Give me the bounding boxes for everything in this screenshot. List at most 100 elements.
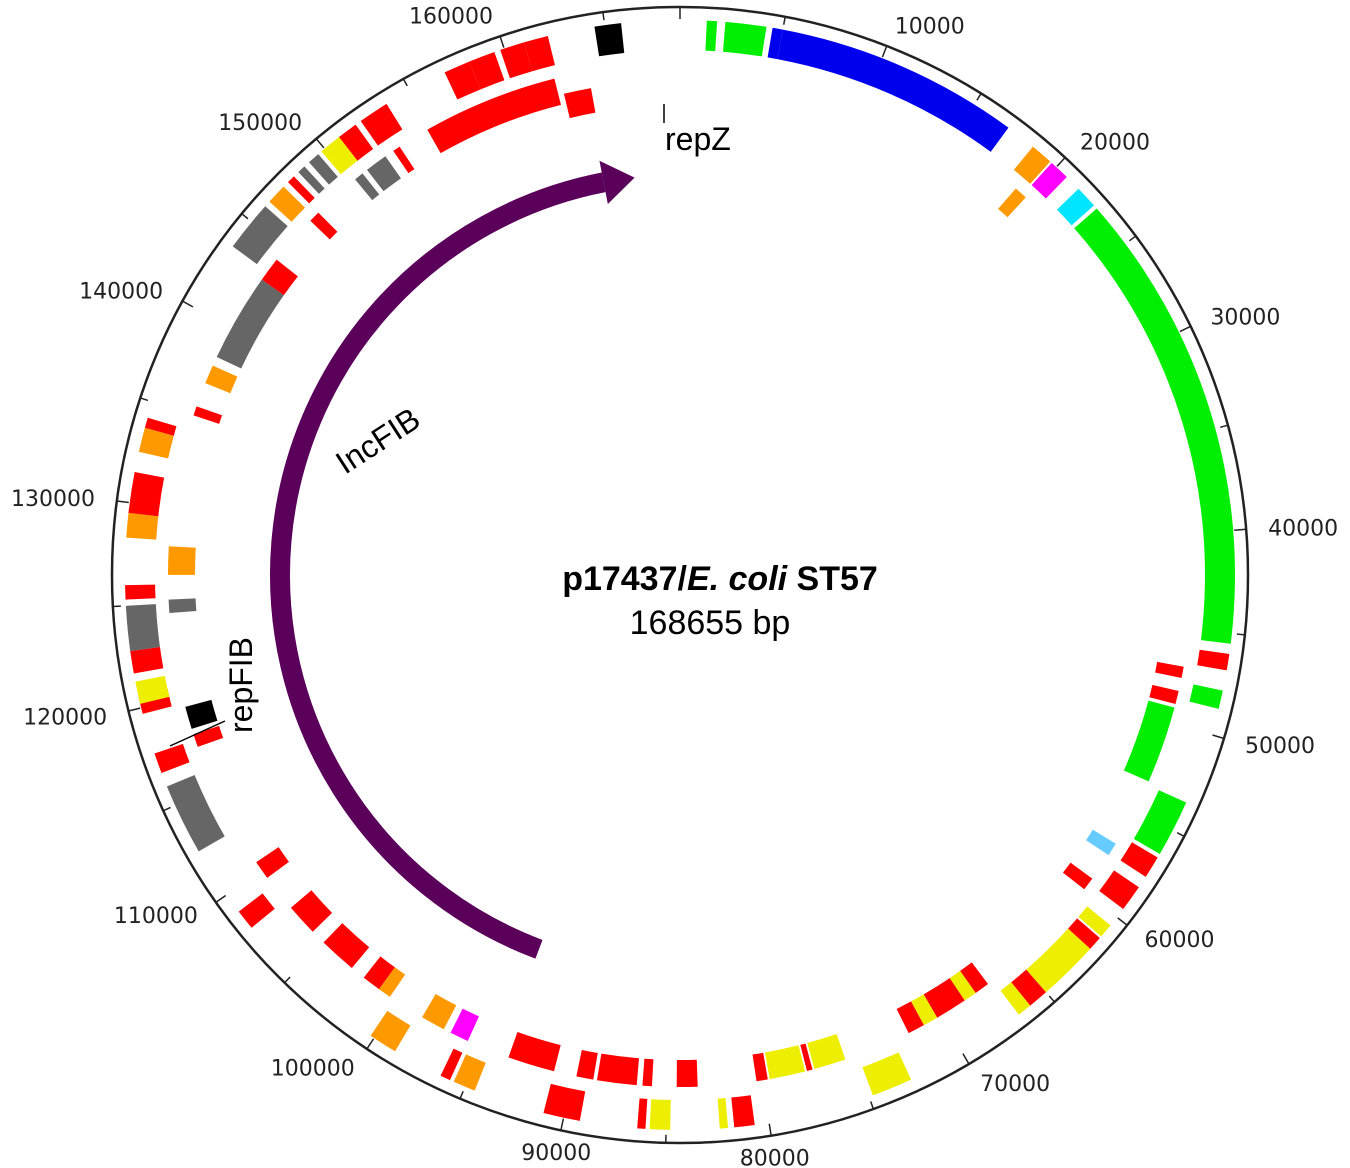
gene-feature [731,1095,755,1128]
tick-label: 60000 [1144,928,1214,953]
gene-feature [807,1034,846,1070]
tick-mark [1117,917,1128,926]
tick-mark [1179,325,1191,333]
gene-feature [1086,829,1116,856]
gene-feature [130,646,164,674]
tick-mark [182,300,194,308]
tick-mark [782,16,786,25]
gene-feature [298,166,325,194]
tick-label: 150000 [218,111,302,136]
tick-mark [128,707,141,712]
tick-mark [1234,528,1247,531]
tick-mark [315,138,325,149]
gene-feature [193,406,223,424]
gene-feature [310,212,338,240]
tick-label: 120000 [23,705,107,730]
tick-mark [976,93,982,101]
tick-mark [1236,633,1245,636]
tick-label: 110000 [114,904,198,929]
gene-feature [767,27,783,60]
tick-mark [1048,995,1056,1003]
tick-mark [162,806,171,812]
tick-mark [459,1091,464,1099]
repz-label: repZ [665,121,731,157]
gene-features [125,20,1235,1130]
gene-feature [290,890,333,932]
gene-feature [440,1048,463,1081]
tick-mark [1176,832,1185,838]
gene-feature [911,994,938,1026]
repfib-leader-line [169,720,226,747]
gene-feature [166,775,225,852]
gene-feature [800,1043,813,1072]
gene-feature [594,23,625,57]
tick-mark [140,397,149,402]
gene-feature [138,427,174,459]
tick-mark [881,45,888,58]
gene-feature [126,512,159,540]
repfib-label: repFIB [223,637,259,733]
gene-feature [1197,649,1230,671]
tick-label: 90000 [521,1141,591,1166]
gene-feature [563,88,596,119]
incfib-label: IncFIB [329,400,426,481]
tick-mark [402,78,408,87]
gene-feature [125,604,160,652]
gene-feature [508,1031,561,1072]
tick-mark [1219,424,1229,429]
plasmid-name: p17437/ [562,560,687,598]
gene-feature [1149,684,1179,704]
gene-feature [185,699,218,729]
gene-feature [543,1083,586,1121]
gene-feature [1068,918,1100,949]
tick-mark [116,500,129,504]
tick-mark [962,1053,970,1065]
gene-feature [370,1010,411,1052]
tick-mark [768,1123,772,1136]
gene-feature [1011,969,1046,1006]
gene-feature [676,1059,698,1087]
gene-feature [523,35,555,72]
gene-feature [128,472,165,517]
gene-feature [923,978,965,1018]
strain-name: ST57 [787,560,878,598]
tick-label: 40000 [1268,516,1338,541]
gene-feature [862,1052,912,1096]
gene-feature [752,1052,768,1082]
tick-mark [215,894,227,904]
tick-label: 30000 [1210,306,1280,331]
gene-feature [1031,162,1067,199]
tick-mark [366,1038,375,1050]
gene-feature [500,42,533,79]
gene-feature [764,1045,806,1080]
gene-feature [1120,842,1158,877]
gene-feature [339,124,374,161]
tick-label: 10000 [895,14,965,39]
tick-labels: 0100002000030000400005000060000700008000… [11,4,1338,1168]
gene-feature [722,21,767,57]
plasmid-title: p17437/E. coli ST57 [562,560,878,598]
gene-feature [637,1098,648,1129]
gene-feature [154,743,190,773]
gene-feature [205,365,238,394]
tick-mark [602,12,605,21]
gene-feature [1133,790,1187,854]
tick-marks [112,7,1247,1143]
incfib-arrowhead [599,160,635,204]
gene-feature [216,279,284,369]
gene-feature [193,725,224,747]
tick-label: 50000 [1245,734,1315,759]
tick-mark [1212,734,1225,740]
tick-label: 70000 [980,1072,1050,1097]
gene-feature [1062,862,1093,890]
gene-feature [998,188,1026,218]
gene-feature [168,598,197,613]
gene-feature [144,417,177,436]
gene-feature [1074,208,1235,644]
gene-feature [323,923,370,969]
gene-feature [1013,146,1051,184]
incfib-arc [270,172,606,959]
gene-feature [450,1008,479,1041]
tick-mark [560,1118,565,1131]
